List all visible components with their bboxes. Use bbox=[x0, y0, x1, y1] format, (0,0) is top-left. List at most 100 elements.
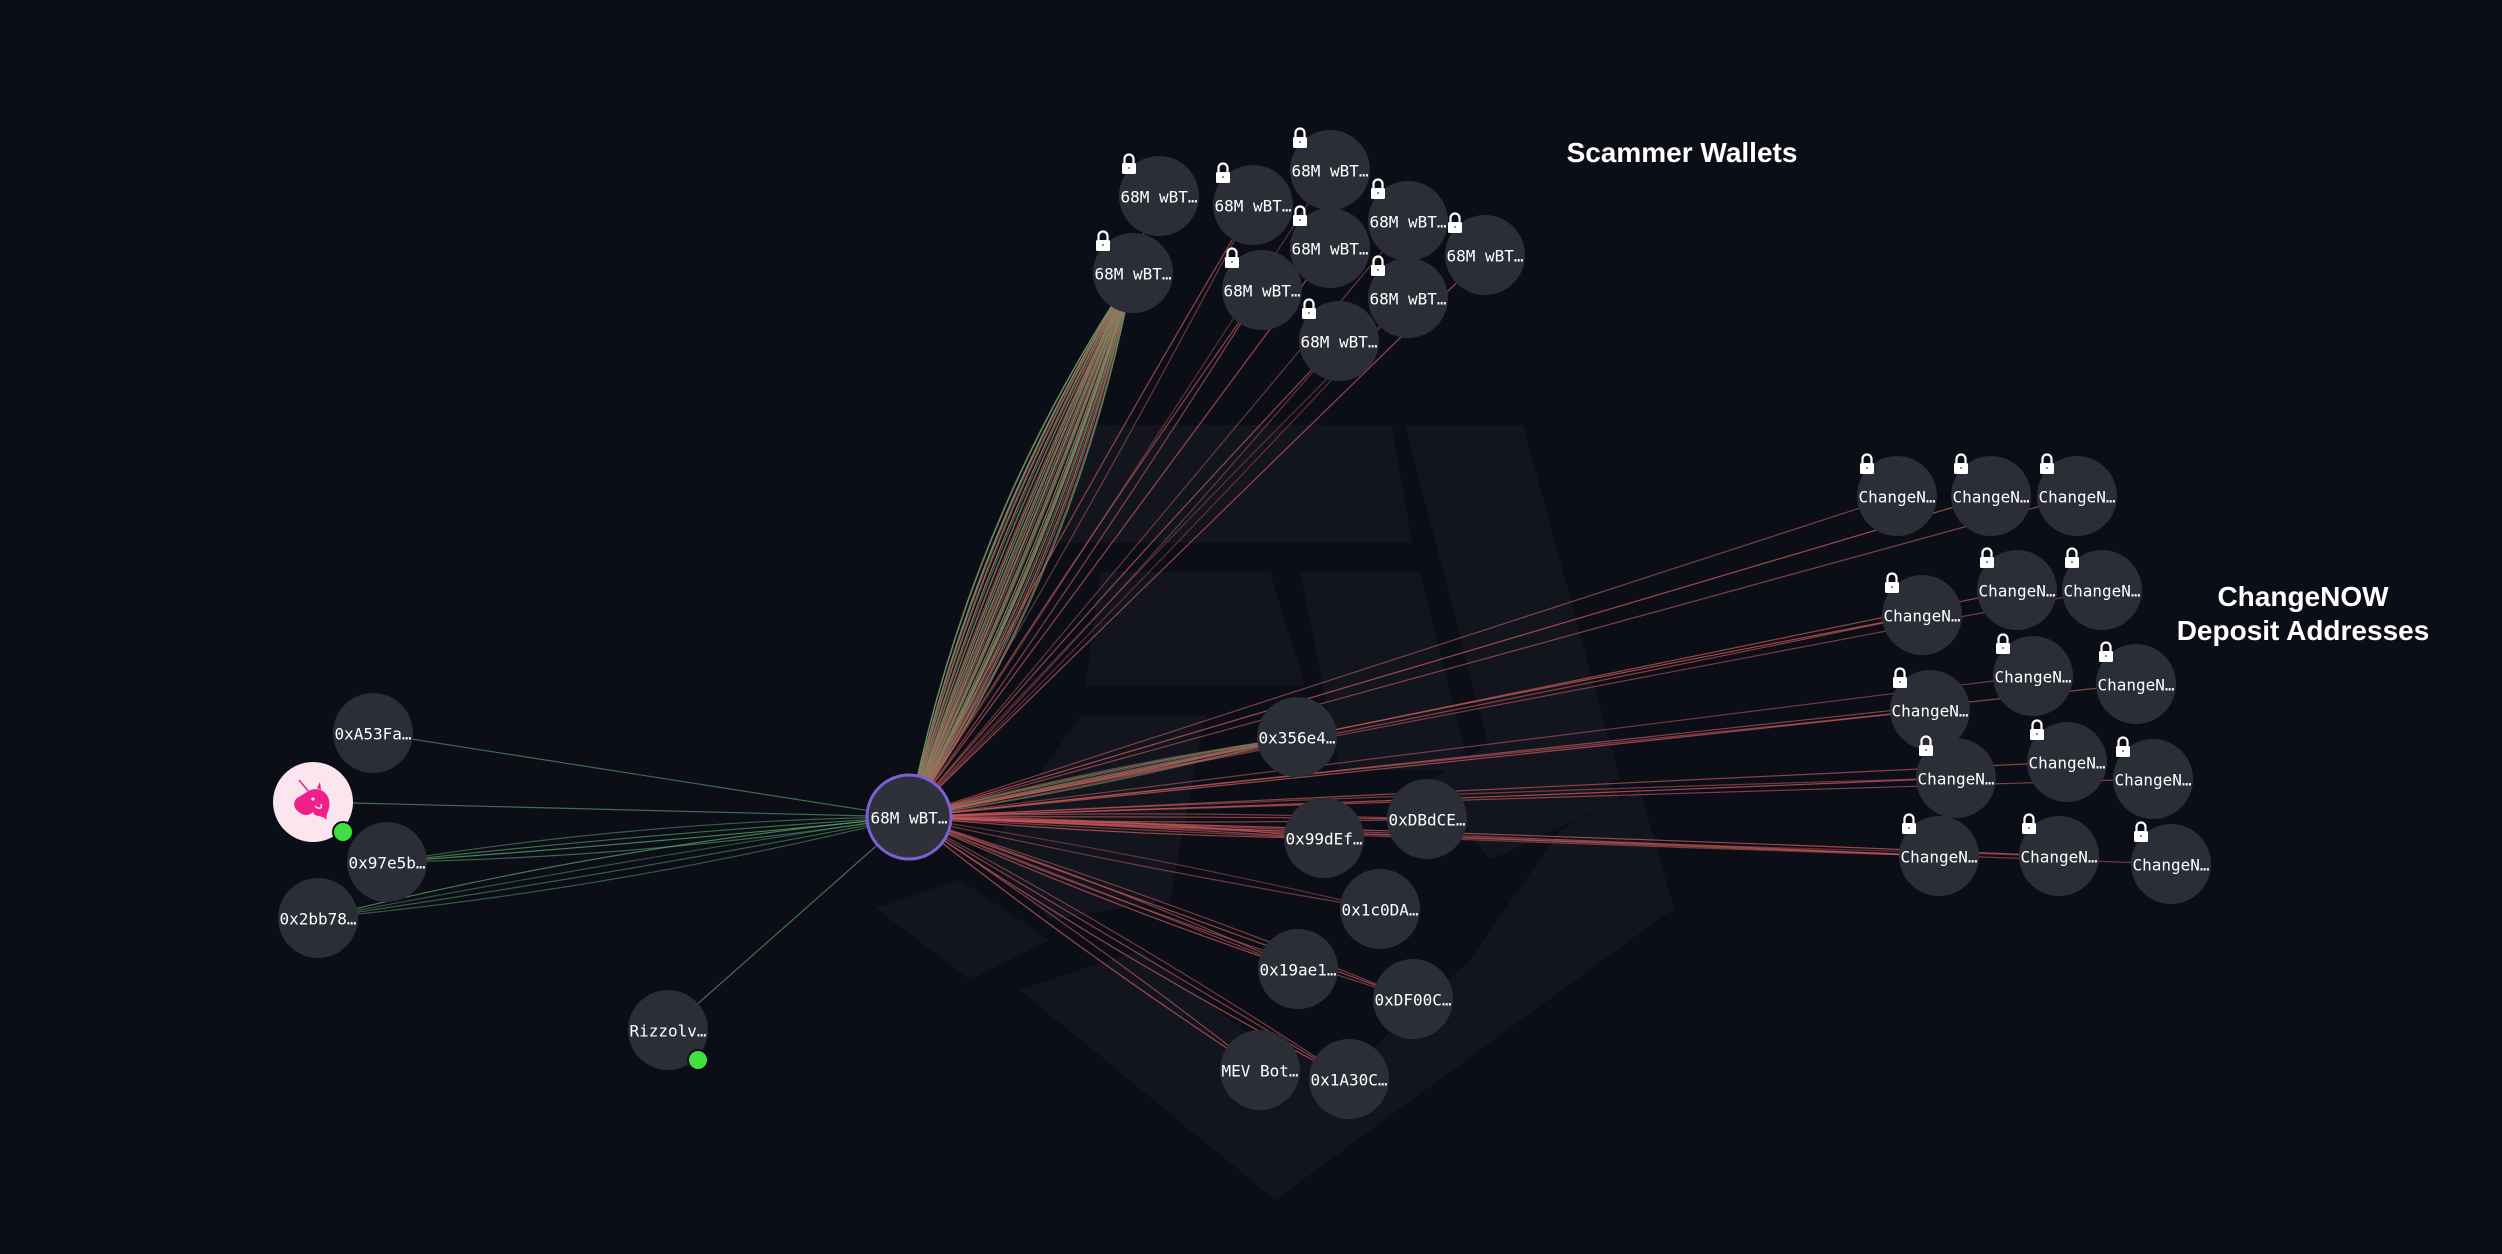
transfer-edge[interactable] bbox=[908, 272, 1134, 818]
graph-node-c2[interactable]: ChangeN… bbox=[1951, 453, 2031, 537]
node-circle[interactable] bbox=[1213, 165, 1293, 245]
node-circle[interactable] bbox=[1340, 869, 1420, 949]
transfer-edge[interactable] bbox=[908, 816, 1350, 1080]
transfer-edge[interactable] bbox=[908, 340, 1340, 818]
transfer-edge[interactable] bbox=[908, 204, 1254, 818]
transfer-edge[interactable] bbox=[908, 272, 1134, 818]
node-circle[interactable] bbox=[2062, 550, 2142, 630]
graph-node-c5[interactable]: ChangeN… bbox=[2062, 547, 2142, 631]
node-circle[interactable] bbox=[2019, 816, 2099, 896]
graph-node-19ae1[interactable]: 0x19ae1… bbox=[1258, 929, 1338, 1009]
graph-node-c1[interactable]: ChangeN… bbox=[1857, 453, 1937, 537]
transfer-edge[interactable] bbox=[908, 614, 1923, 818]
graph-node-c13[interactable]: ChangeN… bbox=[1899, 813, 1979, 897]
transfer-edge[interactable] bbox=[908, 289, 1263, 818]
transfer-edge[interactable] bbox=[908, 272, 1134, 818]
node-circle[interactable] bbox=[1368, 258, 1448, 338]
transfer-edge[interactable] bbox=[317, 816, 910, 919]
transfer-edge[interactable] bbox=[908, 816, 1381, 910]
node-circle[interactable] bbox=[1993, 636, 2073, 716]
focus-node-68m-wbtc[interactable]: 68M wBT… bbox=[865, 773, 953, 861]
transfer-edge[interactable] bbox=[908, 272, 1134, 818]
node-circle[interactable] bbox=[1299, 301, 1379, 381]
node-circle[interactable] bbox=[1220, 1030, 1300, 1110]
node-circle[interactable] bbox=[1890, 670, 1970, 750]
node-circle[interactable] bbox=[1899, 816, 1979, 896]
transfer-edge[interactable] bbox=[908, 495, 2078, 818]
node-circle[interactable] bbox=[1882, 575, 1962, 655]
transfer-edge[interactable] bbox=[908, 272, 1134, 818]
node-circle[interactable] bbox=[2131, 824, 2211, 904]
transfer-edge[interactable] bbox=[908, 736, 1298, 818]
transfer-edge[interactable] bbox=[908, 675, 2034, 818]
graph-node-a53fa[interactable]: 0xA53Fa… bbox=[333, 693, 413, 773]
node-circle[interactable] bbox=[2113, 739, 2193, 819]
node-circle[interactable] bbox=[2027, 722, 2107, 802]
transfer-edge[interactable] bbox=[908, 272, 1134, 818]
node-circle[interactable] bbox=[1373, 959, 1453, 1039]
node-circle[interactable] bbox=[278, 878, 358, 958]
node-circle[interactable] bbox=[1916, 738, 1996, 818]
graph-node-97e5b[interactable]: 0x97e5b… bbox=[347, 822, 427, 902]
transfer-edge[interactable] bbox=[908, 272, 1134, 818]
graph-node-c9[interactable]: ChangeN… bbox=[1890, 667, 1970, 751]
transfer-edge[interactable] bbox=[908, 709, 1931, 818]
node-circle[interactable] bbox=[2037, 456, 2117, 536]
transfer-edge[interactable] bbox=[908, 272, 1134, 818]
graph-node-c14[interactable]: ChangeN… bbox=[2019, 813, 2099, 897]
graph-node-s1[interactable]: 68M wBT… bbox=[1119, 153, 1199, 237]
transfer-edge[interactable] bbox=[908, 816, 1381, 910]
transfer-edge[interactable] bbox=[317, 816, 910, 919]
focus-node-circle[interactable] bbox=[865, 773, 953, 861]
graph-node-s3[interactable]: 68M wBT… bbox=[1290, 127, 1370, 211]
node-circle[interactable] bbox=[1222, 250, 1302, 330]
graph-node-mevbot[interactable]: MEV Bot… bbox=[1220, 1030, 1300, 1110]
graph-node-s2[interactable]: 68M wBT… bbox=[1213, 162, 1293, 246]
graph-node-c11[interactable]: ChangeN… bbox=[1916, 735, 1996, 819]
graph-node-dbdce[interactable]: 0xDBdCE… bbox=[1387, 779, 1467, 859]
transfer-edge[interactable] bbox=[908, 816, 2060, 857]
graph-node-df00c[interactable]: 0xDF00C… bbox=[1373, 959, 1453, 1039]
transfer-edge[interactable] bbox=[908, 816, 1261, 1071]
transfer-edge[interactable] bbox=[908, 272, 1134, 818]
transfer-edge[interactable] bbox=[908, 816, 1299, 970]
transfer-edge[interactable] bbox=[908, 816, 2172, 865]
node-circle[interactable] bbox=[2096, 644, 2176, 724]
node-circle[interactable] bbox=[1857, 456, 1937, 536]
transfer-edge[interactable] bbox=[317, 816, 910, 919]
transfer-edge[interactable] bbox=[372, 732, 910, 818]
transfer-edge[interactable] bbox=[908, 495, 1898, 818]
graph-node-c12[interactable]: ChangeN… bbox=[2113, 736, 2193, 820]
node-circle[interactable] bbox=[1119, 156, 1199, 236]
graph-node-99def[interactable]: 0x99dEf… bbox=[1284, 798, 1364, 878]
transfer-edge[interactable] bbox=[386, 816, 910, 863]
node-circle[interactable] bbox=[1284, 798, 1364, 878]
graph-node-c3[interactable]: ChangeN… bbox=[2037, 453, 2117, 537]
node-circle[interactable] bbox=[1445, 215, 1525, 295]
graph-node-s6[interactable]: 68M wBT… bbox=[1290, 205, 1370, 289]
transfer-edge[interactable] bbox=[908, 272, 1134, 818]
transfer-edge[interactable] bbox=[908, 816, 1299, 970]
transfer-edge[interactable] bbox=[908, 709, 1931, 818]
transfer-edge[interactable] bbox=[908, 272, 1134, 818]
node-circle[interactable] bbox=[1387, 779, 1467, 859]
transfer-edge[interactable] bbox=[908, 495, 1992, 818]
transfer-edge[interactable] bbox=[908, 816, 1414, 1000]
transfer-edge[interactable] bbox=[908, 272, 1134, 818]
graph-node-1c0da[interactable]: 0x1c0DA… bbox=[1340, 869, 1420, 949]
graph-node-c15[interactable]: ChangeN… bbox=[2131, 821, 2211, 905]
graph-node-s4[interactable]: 68M wBT… bbox=[1093, 230, 1173, 314]
node-circle[interactable] bbox=[1977, 550, 2057, 630]
graph-node-uniswap[interactable] bbox=[273, 762, 354, 843]
graph-node-c4[interactable]: ChangeN… bbox=[1977, 547, 2057, 631]
graph-node-s8[interactable]: 68M wBT… bbox=[1445, 212, 1525, 296]
graph-node-s9[interactable]: 68M wBT… bbox=[1368, 255, 1448, 339]
transfer-edge[interactable] bbox=[908, 736, 1298, 818]
graph-node-c10[interactable]: ChangeN… bbox=[2027, 719, 2107, 803]
graph-node-c6[interactable]: ChangeN… bbox=[1882, 572, 1962, 656]
transfer-edge[interactable] bbox=[312, 801, 910, 818]
transfer-edge[interactable] bbox=[908, 340, 1340, 818]
transfer-edge[interactable] bbox=[908, 816, 1414, 1000]
graph-node-rizzolv[interactable]: Rizzolv… bbox=[628, 990, 709, 1071]
